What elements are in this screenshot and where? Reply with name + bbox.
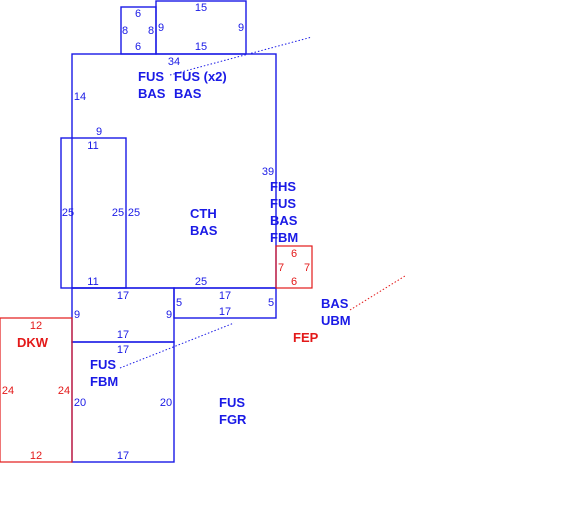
dim-label: 6 (135, 8, 141, 20)
dim-label: 9 (74, 309, 80, 321)
red-small-box[interactable] (275, 245, 313, 289)
dim-label: 12 (30, 450, 42, 462)
dim-label: 17 (117, 344, 129, 356)
area-label-fus: FUS (90, 357, 116, 372)
dim-label: 39 (262, 166, 274, 178)
area-label-fus: FUS (219, 395, 245, 410)
area-label-fbm: FBM (270, 230, 298, 245)
dim-label: 6 (291, 276, 297, 288)
dim-label: 5 (268, 297, 274, 309)
area-label-fhs: FHS (270, 179, 296, 194)
area-label-fus: FUS (138, 69, 164, 84)
dim-label: 15 (195, 2, 207, 14)
area-label-fbm: FBM (90, 374, 118, 389)
dim-label: 17 (219, 290, 231, 302)
dim-label: 17 (117, 450, 129, 462)
area-label-ubm: UBM (321, 313, 351, 328)
dim-label: 15 (195, 41, 207, 53)
dim-label: 20 (74, 397, 86, 409)
leader-line-fep (349, 275, 406, 311)
leader-line-bottom (119, 322, 235, 369)
dim-label: 24 (58, 385, 70, 397)
dim-label: 17 (117, 290, 129, 302)
dim-label: 25 (112, 207, 124, 219)
dim-label: 25 (62, 207, 74, 219)
dim-label: 8 (122, 25, 128, 37)
dim-label: 24 (2, 385, 14, 397)
dim-label: 7 (304, 262, 310, 274)
dim-label: 11 (87, 140, 98, 152)
dim-label: 9 (158, 22, 164, 34)
dim-label: 9 (166, 309, 172, 321)
area-label-bas: BAS (270, 213, 298, 228)
dim-label: 7 (278, 262, 284, 274)
area-label-fus: FUS (270, 196, 296, 211)
area-label-bas: BAS (321, 296, 349, 311)
dim-label: 11 (87, 276, 98, 288)
dim-label: 34 (168, 56, 180, 68)
dim-label: 8 (148, 25, 154, 37)
dim-label: 25 (195, 276, 207, 288)
dim-label: 20 (160, 397, 172, 409)
dim-label: 14 (74, 91, 86, 103)
area-label-cth: CTH (190, 206, 217, 221)
dim-label: 17 (219, 306, 231, 318)
dim-label: 6 (135, 41, 141, 53)
area-label-bas: BAS (138, 86, 166, 101)
area-label-fgr: FGR (219, 412, 247, 427)
area-label-bas: BAS (174, 86, 202, 101)
bottom-room[interactable] (71, 341, 175, 463)
area-label-bas: BAS (190, 223, 218, 238)
dim-label: 9 (238, 22, 244, 34)
dim-label: 17 (117, 329, 129, 341)
dim-label: 25 (128, 207, 140, 219)
side-strip[interactable] (173, 287, 277, 319)
dim-label: 12 (30, 320, 42, 332)
dim-label: 6 (291, 248, 297, 260)
red-left-room[interactable] (0, 317, 73, 463)
area-label-fus-x2: FUS (x2) (174, 69, 227, 84)
area-label-fep: FEP (293, 330, 319, 345)
dim-label: 9 (96, 126, 102, 138)
area-label-dkw: DKW (17, 335, 49, 350)
dim-label: 5 (176, 297, 182, 309)
